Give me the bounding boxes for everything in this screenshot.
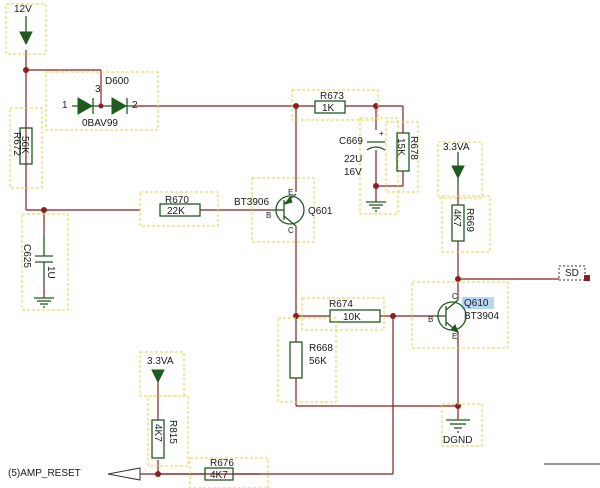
dgnd-label: DGND [443,435,472,446]
r668-value: 56K [309,356,327,367]
q601-pin-e: E [288,188,293,197]
resistor-r676: R676 4K7 [189,457,269,488]
diode-a-icon [77,97,94,115]
svg-text:+: + [379,129,384,138]
c625-value: 1U [45,266,56,279]
q610-pin-c: C [452,292,458,301]
r672-ref: R672 [11,132,22,156]
power-arrow-icon [151,369,165,384]
capacitor-c669: C669 22U 16V + [339,117,399,215]
supply-33va-top-label: 3.3VA [443,142,470,153]
r670-ref: R670 [165,195,189,206]
q601-ref: Q601 [308,206,333,217]
selection-highlight [462,297,494,309]
r676-ref: R676 [210,458,234,469]
d600-ref: D600 [105,76,129,87]
npn-arrow-icon [450,324,459,333]
r672-value: 56K [19,136,30,154]
net-sd[interactable]: SD [558,265,590,281]
input-port-icon [107,467,141,481]
r815-value: 4K7 [152,424,163,442]
q610-part: BT3904 [464,311,499,322]
capacitor-c625: C625 1U [21,213,69,311]
diode-d600: D600 3 1 2 0BAV99 [45,71,159,131]
resistor-r672: R672 56K [9,107,43,189]
c669-value: 22U [344,154,362,165]
supply-33va-bottom: 3.3VA [139,351,185,397]
r668-ref: R668 [309,343,333,354]
r673-ref: R673 [320,91,344,102]
d600-pin3: 3 [95,84,101,95]
supply-33va-bottom-label: 3.3VA [147,356,174,367]
diode-b-icon [111,97,128,115]
power-arrow-icon [19,31,33,46]
r674-value: 10K [343,312,361,323]
transistor-q610: Q610 BT3904 C B E [411,281,509,349]
d600-part: 0BAV99 [82,118,118,129]
r815-ref: R815 [167,420,178,444]
resistor-r669: 4K7 R669 [441,195,491,253]
q601-pin-b: B [266,211,271,220]
resistor-r815: 4K7 R815 [147,395,189,467]
c669-ref: C669 [339,136,363,147]
pnp-arrow-icon [283,195,293,205]
d600-pin2: 2 [132,100,138,111]
r669-value: 4K7 [451,209,462,227]
r678-ref: R678 [408,136,419,160]
q610-ref[interactable]: Q610 [464,298,489,309]
resistor-r670: R670 22K [139,191,219,227]
dgnd: DGND [441,403,483,447]
wires [25,50,562,475]
supply-12v: 12V [5,3,47,55]
ground-icon [366,201,386,212]
ground-icon [34,297,54,308]
supply-33va-top: 3.3VA [437,141,483,199]
net-amp-reset[interactable]: (5)AMP_RESET [8,467,141,481]
supply-12v-label: 12V [14,4,32,15]
resistor-r673: R673 1K [291,89,379,121]
port-square-icon [584,275,590,281]
c625-ref: C625 [21,244,32,268]
amp-reset-label: (5)AMP_RESET [8,468,81,479]
net-sd-label: SD [565,268,579,279]
r670-value: 22K [167,206,185,217]
resistor-r674: R674 10K [301,297,385,331]
q601-part: BT3906 [234,197,269,208]
r678-value: 15K [395,138,406,156]
power-arrow-icon [451,165,465,180]
resistor-r668: R668 56K [277,317,337,403]
junctions [23,67,461,477]
d600-pin1: 1 [62,100,68,111]
r674-ref: R674 [329,299,353,310]
q610-pin-b: B [428,315,433,324]
r676-value: 4K7 [210,470,228,481]
resistor-r678: 15K R678 [385,121,419,193]
q601-pin-c: C [288,226,294,235]
r673-value: 1K [322,103,335,114]
r669-ref: R669 [464,208,475,232]
transistor-q601: BT3906 Q601 E B C [234,177,333,243]
q610-pin-e: E [452,332,457,341]
c669-voltage: 16V [344,167,362,178]
